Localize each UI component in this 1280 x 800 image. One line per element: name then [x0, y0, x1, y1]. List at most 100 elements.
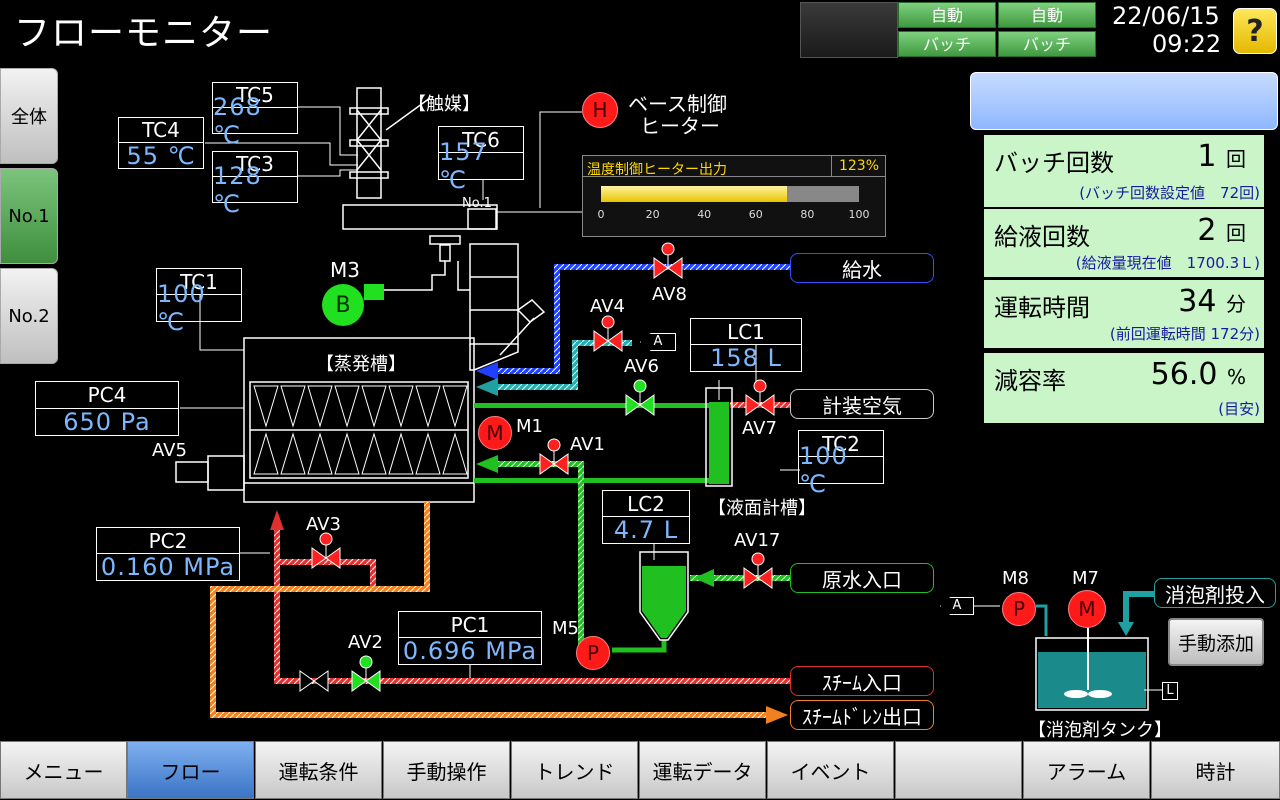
- motor-m7-icon[interactable]: M: [1068, 590, 1106, 628]
- evaporator-tube: [415, 385, 441, 428]
- dest-steam-in: ｽﾁｰﾑ入口: [790, 666, 934, 696]
- time-display: 09:22: [1152, 30, 1222, 58]
- nav-alarm[interactable]: アラーム: [1023, 741, 1150, 799]
- tc1-value: 100 ℃: [157, 280, 206, 336]
- heater-icon[interactable]: H: [582, 92, 618, 128]
- nav-operating-conditions[interactable]: 運転条件: [255, 741, 382, 799]
- nav-flow[interactable]: フロー: [127, 741, 254, 799]
- pump-m8-icon[interactable]: P: [1002, 592, 1036, 626]
- heater-output-label: 温度制御ヒーター出力: [587, 162, 727, 178]
- av3-label: AV3: [306, 514, 341, 535]
- lc2-value: 4.7 L: [613, 516, 679, 544]
- nav-manual-operation[interactable]: 手動操作: [383, 741, 510, 799]
- m1-label: M1: [516, 416, 543, 437]
- nav-clock[interactable]: 時計: [1151, 741, 1280, 799]
- tc2-label: TC2: [799, 431, 883, 457]
- valve-manual[interactable]: [299, 670, 329, 692]
- level-tank-label: 【液面計槽】: [708, 498, 816, 519]
- evaporator-tube: [280, 432, 306, 475]
- pc2-value: 0.160 MPa: [100, 553, 236, 581]
- av5-label: AV5: [152, 440, 187, 461]
- av8-label: AV8: [652, 284, 687, 305]
- pump-m5-icon[interactable]: P: [576, 636, 610, 670]
- heater-output-bar: [601, 186, 787, 202]
- av17-label: AV17: [734, 530, 781, 551]
- volume-reduction-unit: %: [1226, 365, 1246, 389]
- valve-av3[interactable]: [311, 532, 341, 569]
- batch-count-value-wrap: 1 回: [1197, 139, 1246, 174]
- dest-antifoam-in: 消泡剤投入: [1154, 578, 1276, 608]
- mode-indicator-blank: [800, 2, 898, 58]
- pc1-value: 0.696 MPa: [402, 637, 538, 665]
- catalyst-label: 【触媒】: [408, 94, 480, 115]
- batch-count-unit: 回: [1226, 147, 1246, 171]
- feed-count-value: 2: [1197, 213, 1217, 248]
- evaporator-tube: [388, 385, 414, 428]
- valve-av4[interactable]: [593, 315, 623, 352]
- connector-a-antifoam: A: [940, 597, 974, 615]
- batch-count-sub: (バッチ回数設定値 72回): [1079, 184, 1260, 202]
- heater-output-track: [601, 186, 859, 202]
- evaporator-tube: [361, 432, 387, 475]
- evaporator-tube: [307, 432, 333, 475]
- heater-scale-tick: 100: [848, 208, 870, 221]
- evaporator-tube: [334, 385, 360, 428]
- blower-m3-icon[interactable]: B: [322, 284, 364, 326]
- valve-av17[interactable]: [743, 552, 773, 589]
- motor-m1-icon[interactable]: M: [478, 416, 512, 450]
- tc4-value: 55 ℃: [126, 141, 196, 170]
- lc1-value: 158 L: [710, 344, 782, 372]
- heater-scale-tick: 20: [645, 208, 660, 221]
- feed-count-title: 給液回数: [994, 223, 1090, 251]
- mode-auto-1: 自動: [898, 2, 996, 28]
- help-button[interactable]: ?: [1233, 8, 1277, 54]
- nav-trend[interactable]: トレンド: [511, 741, 638, 799]
- av6-label: AV6: [624, 356, 659, 377]
- av1-label: AV1: [570, 434, 605, 455]
- evaporator-tube: [415, 432, 441, 475]
- heater-scale-tick: 40: [697, 208, 712, 221]
- connector-a-air: A: [640, 333, 676, 351]
- m5-label: M5: [552, 618, 579, 639]
- sidebar-item-all[interactable]: 全体: [0, 68, 58, 164]
- av2-label: AV2: [348, 632, 383, 653]
- nav-event[interactable]: イベント: [767, 741, 894, 799]
- nav-menu[interactable]: メニュー: [0, 741, 127, 799]
- nav-operation-data[interactable]: 運転データ: [639, 741, 766, 799]
- av4-label: AV4: [590, 296, 625, 317]
- valve-av7[interactable]: [745, 379, 775, 416]
- nav-blank[interactable]: [895, 741, 1022, 799]
- tc3-label: TC3: [213, 152, 297, 177]
- valve-av1[interactable]: [539, 438, 569, 475]
- valve-av6[interactable]: [625, 379, 655, 416]
- page-title: フローモニター: [14, 13, 274, 54]
- heater-name-line2: ヒーター: [640, 114, 720, 138]
- sidebar-item-no1[interactable]: No.1: [0, 168, 58, 264]
- antifoam-tank-label: 【消泡剤タンク】: [1028, 720, 1172, 741]
- heater-scale-tick: 80: [800, 208, 815, 221]
- feed-count-value-wrap: 2 回: [1197, 213, 1246, 248]
- manual-add-button[interactable]: 手動添加: [1168, 618, 1264, 666]
- mode-batch-1: バッチ: [898, 31, 996, 57]
- mode-auto-2: 自動: [998, 2, 1096, 28]
- volume-reduction-title: 減容率: [994, 367, 1066, 395]
- evaporator-tube: [442, 432, 468, 475]
- heater-output-percent: 123%: [831, 156, 886, 176]
- feed-count-sub: (給液量現在値 1700.3Ｌ): [1075, 254, 1260, 272]
- tc4-label: TC4: [119, 118, 203, 143]
- valve-av8[interactable]: [653, 242, 683, 279]
- tc2-value: 100 ℃: [799, 442, 848, 498]
- sidebar-item-no2[interactable]: No.2: [0, 268, 58, 364]
- valve-av2[interactable]: [351, 655, 381, 692]
- dest-raw-water-in: 原水入口: [790, 563, 934, 593]
